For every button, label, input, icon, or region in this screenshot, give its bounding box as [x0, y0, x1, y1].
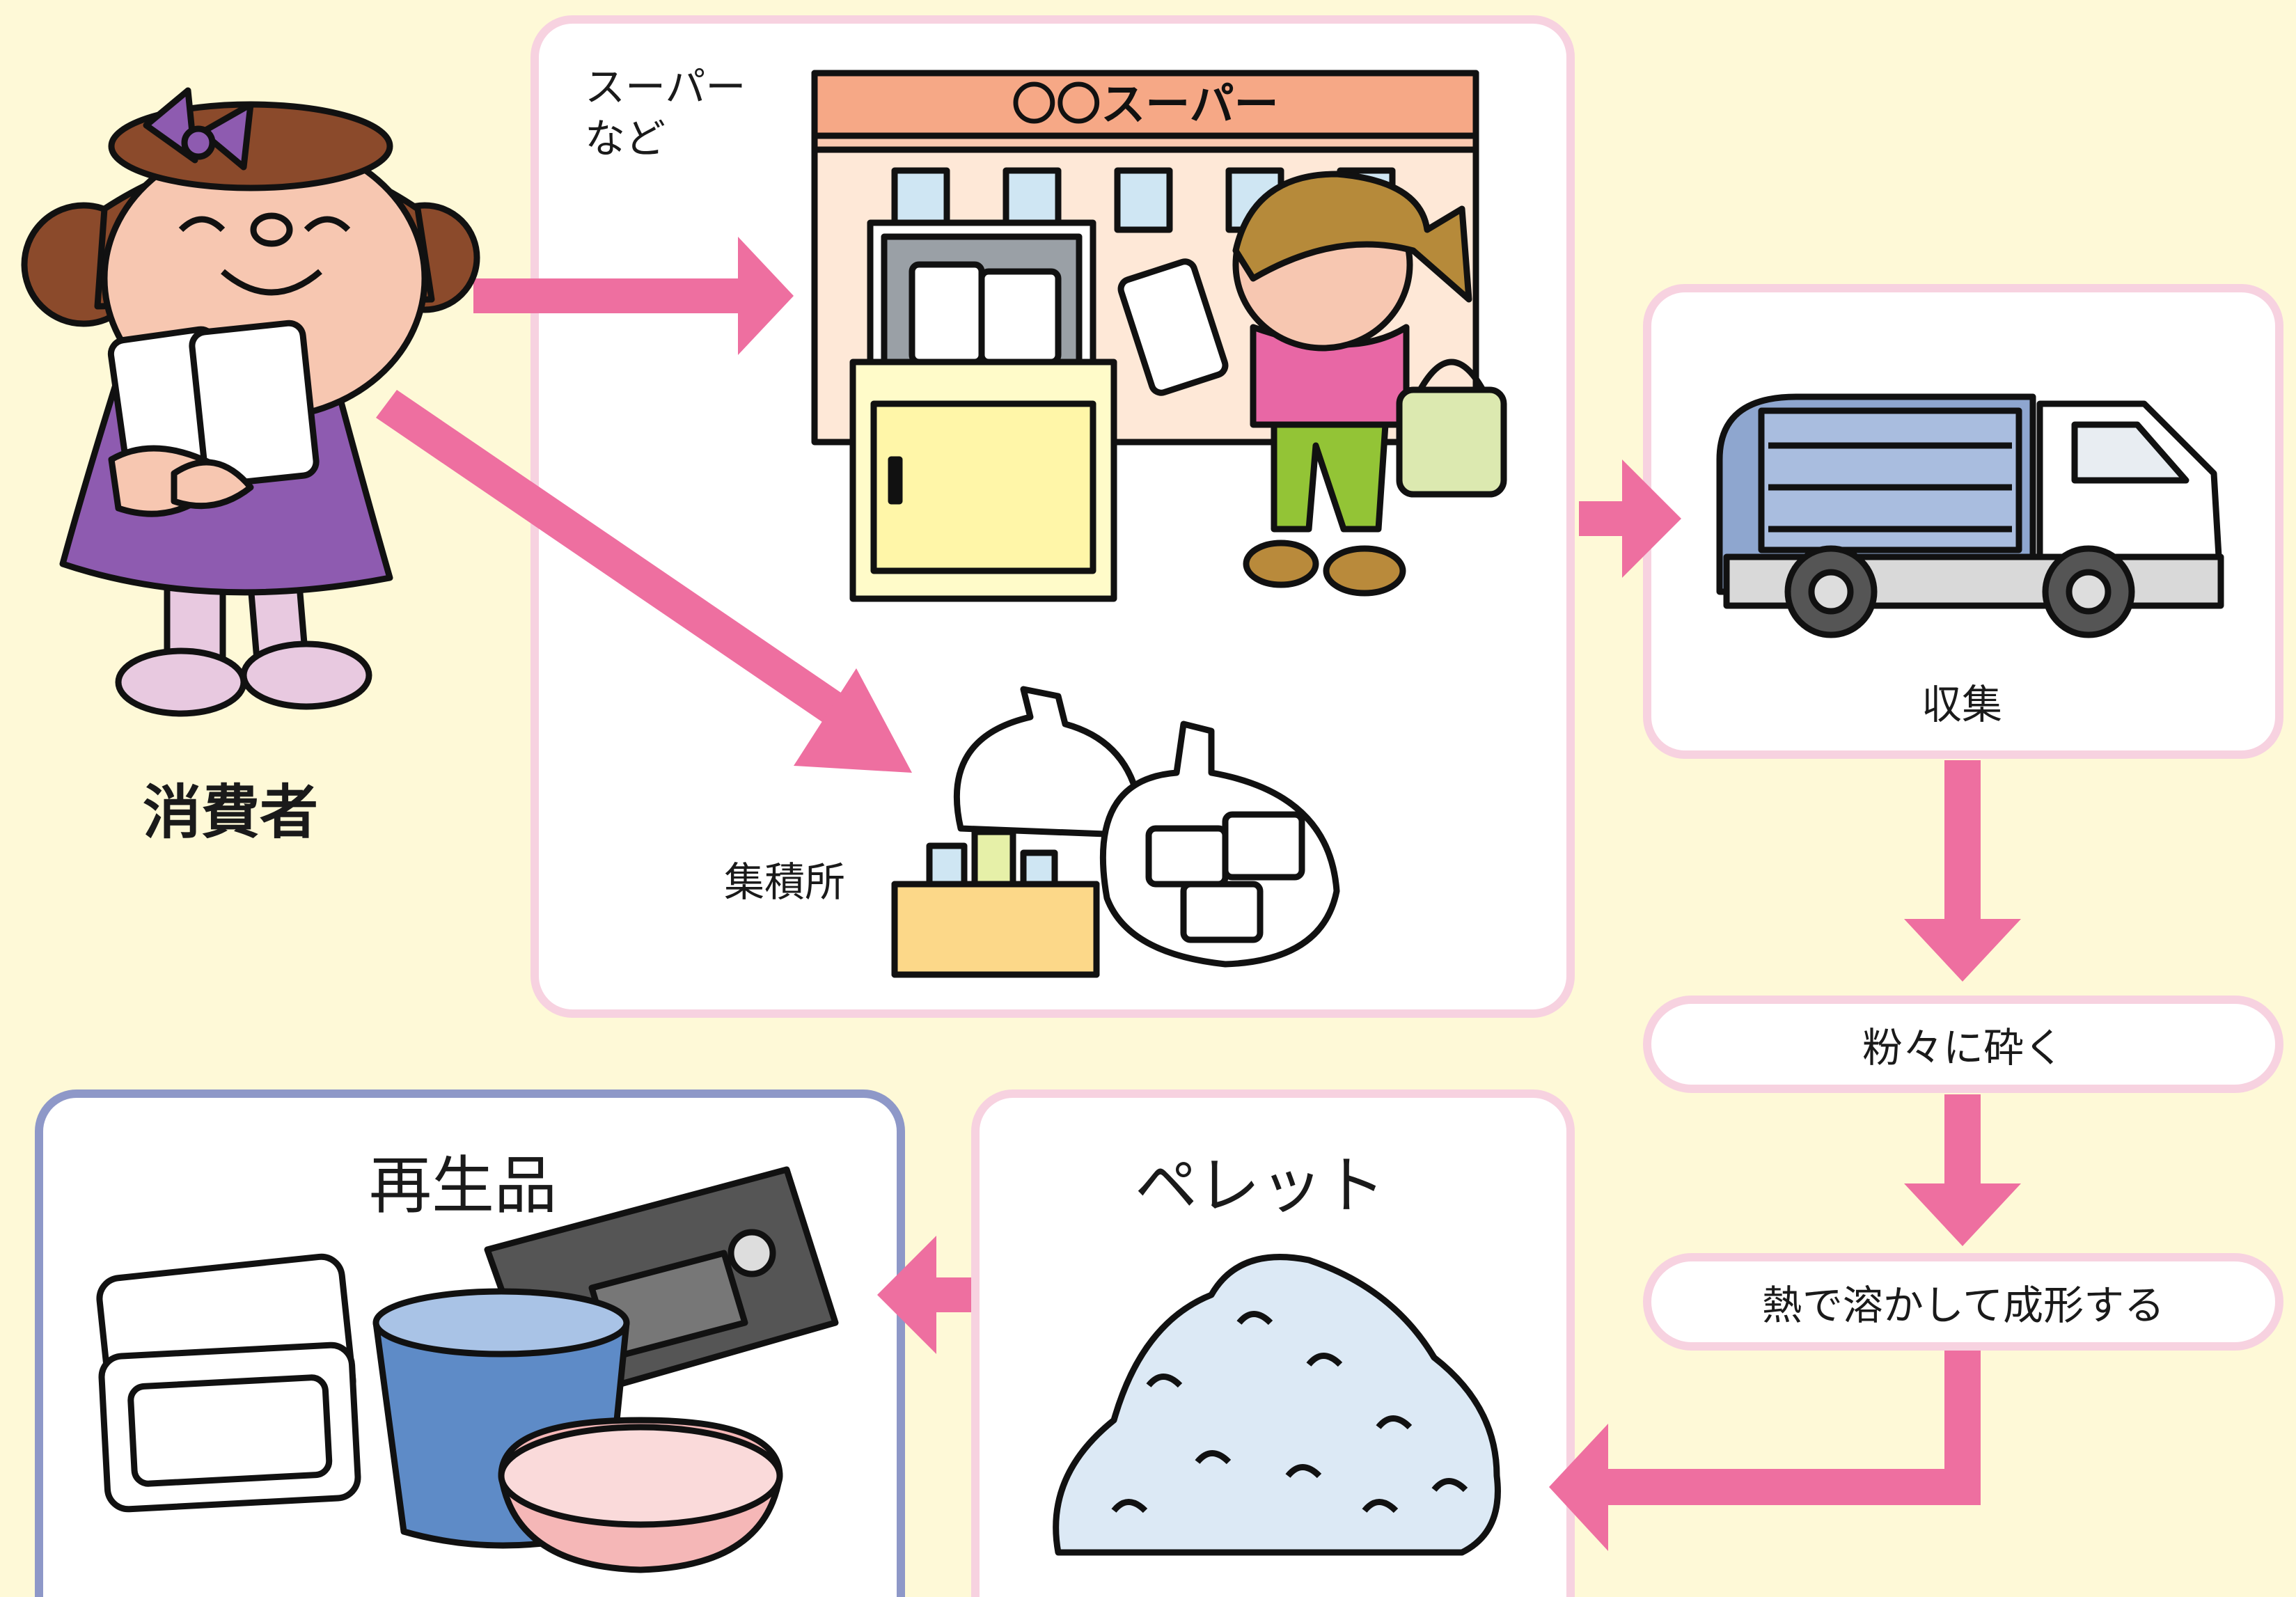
arrow-store-to-truck-shaft [1579, 501, 1628, 536]
store-box-label-line1: スーパー [585, 63, 746, 111]
collection-point-illustration [891, 686, 1340, 978]
arrow-crush-to-melt-head [1904, 1183, 2021, 1246]
arrow-collect-to-crush-head [1904, 919, 2021, 982]
pellet-pile-illustration [1053, 1254, 1501, 1556]
arrow-pellet-to-recycled-shaft [933, 1277, 971, 1312]
collection-point-label: 集積所 [724, 858, 846, 906]
arrow-consumer-to-store-head [738, 237, 794, 355]
store-sign: 〇〇スーパー [1012, 79, 1278, 131]
step-crush: 粉々に砕く [1643, 996, 2283, 1093]
garbage-truck-illustration [1716, 393, 2224, 638]
arrow-consumer-to-store-shaft [473, 278, 752, 313]
collection-label: 収集 [1921, 681, 2003, 728]
arrow-collect-to-crush-shaft [1944, 760, 1981, 920]
step-melt-mold-label: 熱で溶かして成形する [1761, 1282, 2165, 1329]
arrow-melt-to-pellet-left [1601, 1469, 1981, 1505]
pellet-label: ペレット [1135, 1149, 1385, 1222]
recycled-products-illustration [96, 1166, 839, 1573]
consumer-girl-illustration [21, 87, 480, 717]
arrow-crush-to-melt-shaft [1944, 1094, 1981, 1185]
arrow-consumer-to-collection-point-shaft [376, 390, 856, 731]
recycled-products-label: 再生品 [369, 1149, 557, 1222]
step-crush-label: 粉々に砕く [1862, 1024, 2064, 1071]
store-box-label-line2: など [585, 115, 666, 162]
step-melt-mold: 熱で溶かして成形する [1643, 1253, 2283, 1351]
arrow-store-to-truck-head [1622, 459, 1681, 578]
supermarket-building-illustration [811, 70, 1507, 602]
flow-arrows [376, 237, 2021, 1551]
consumer-label: 消費者 [143, 778, 319, 847]
arrow-consumer-to-collection-point-head [794, 668, 912, 773]
arrow-pellet-to-recycled-head [877, 1236, 936, 1354]
arrow-melt-to-pellet-head [1549, 1424, 1608, 1551]
